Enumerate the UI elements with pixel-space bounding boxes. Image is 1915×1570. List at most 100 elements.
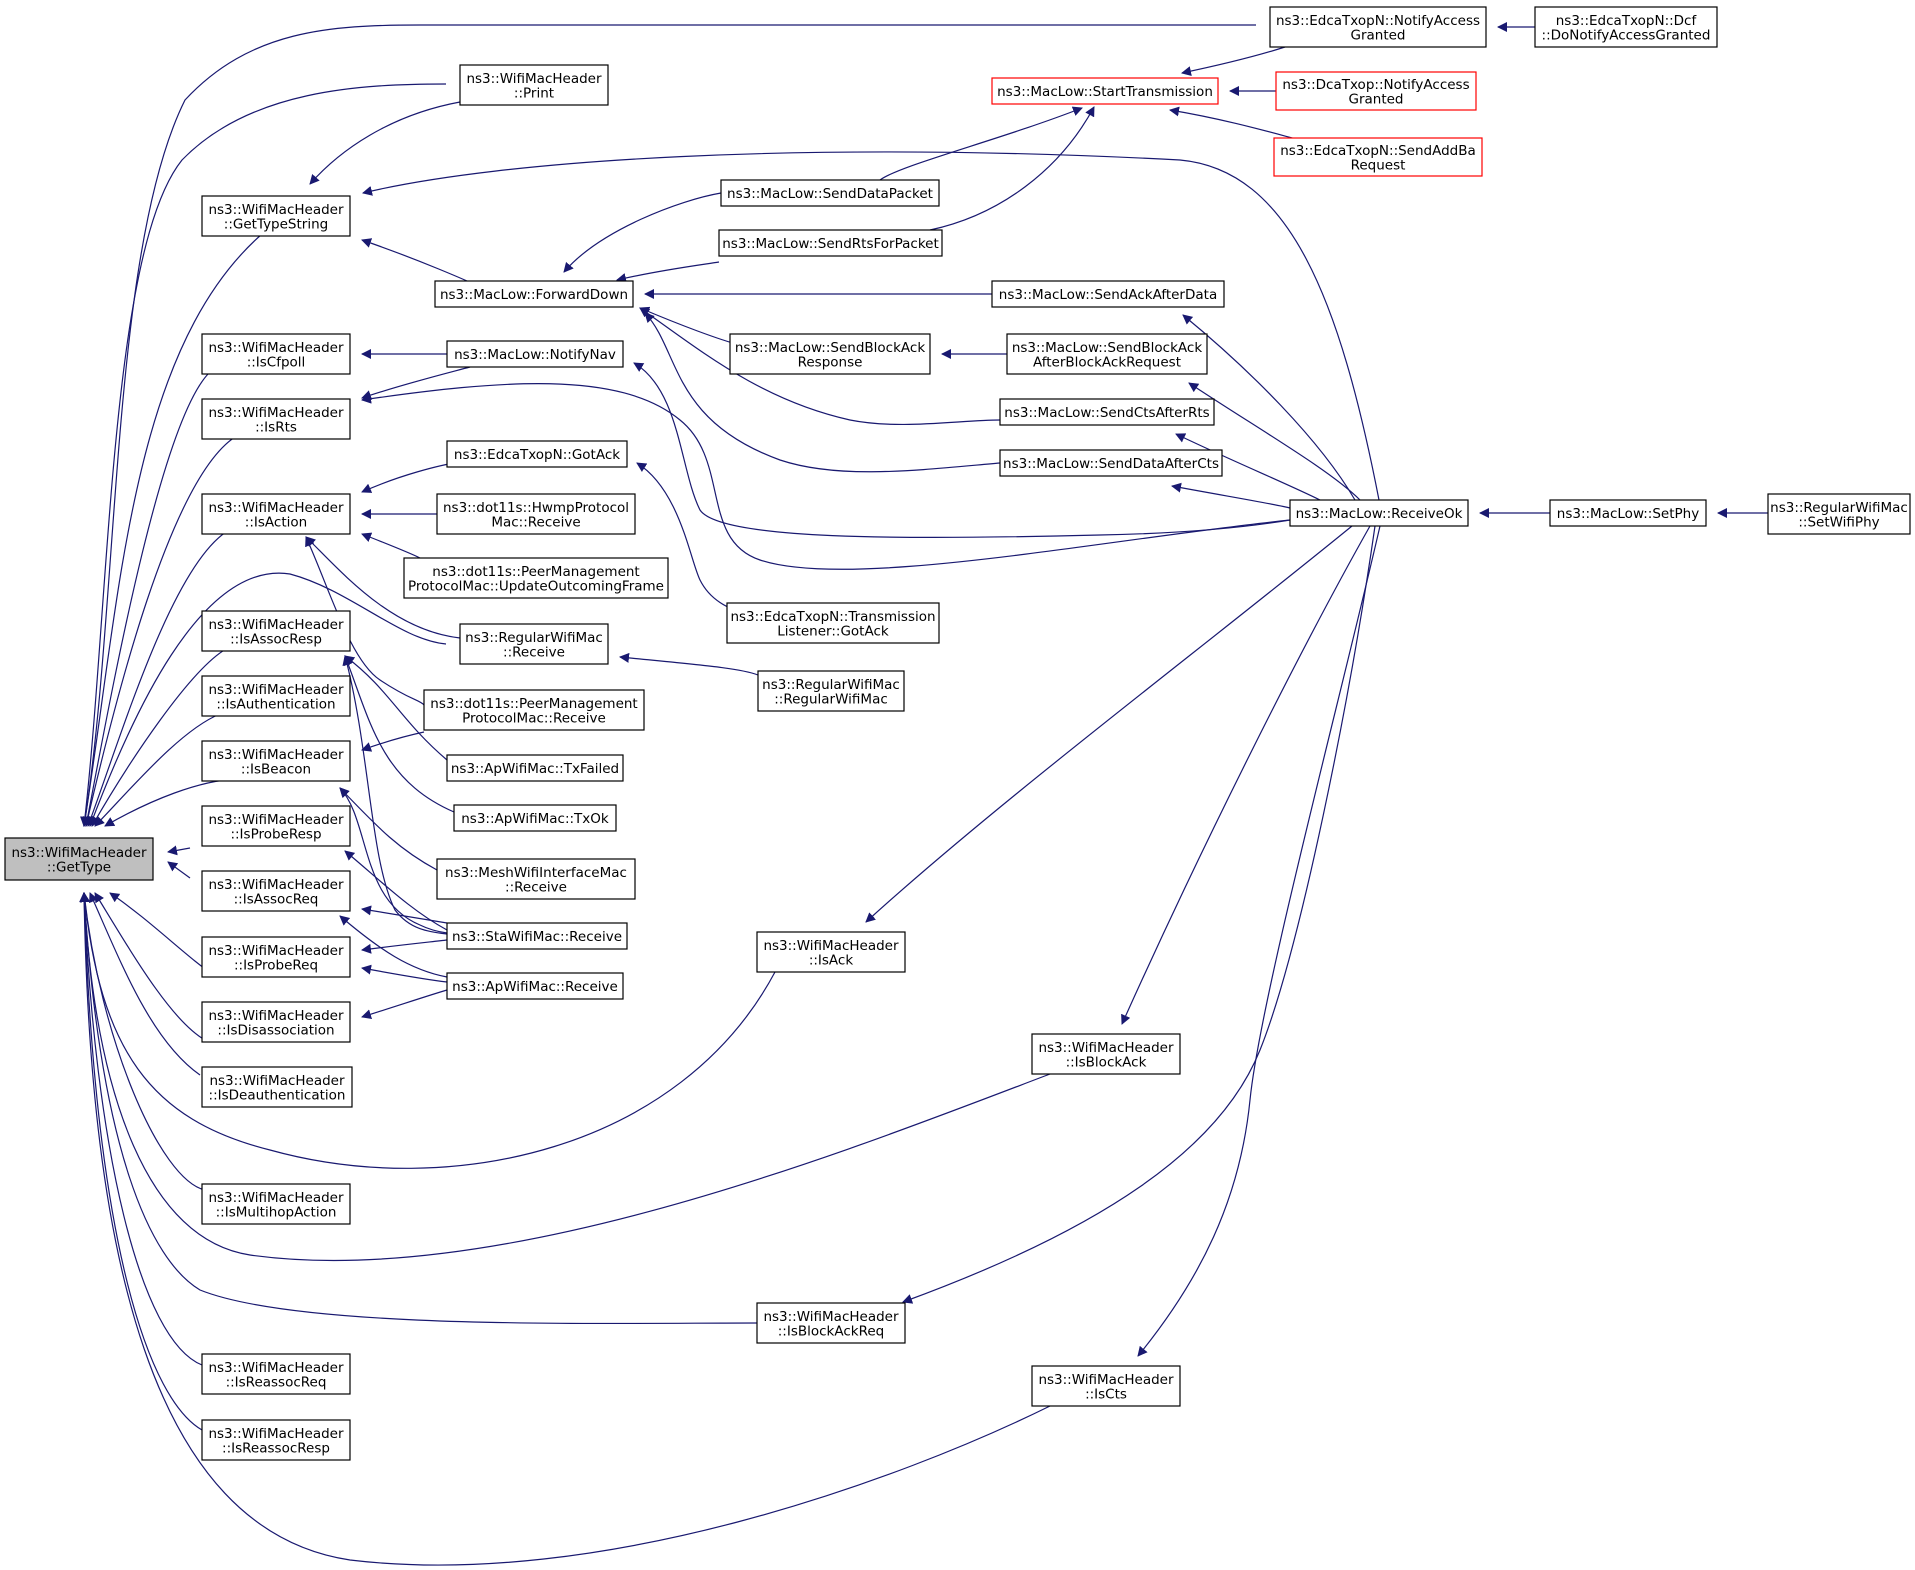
node-ismultihop[interactable]: ns3::WifiMacHeader::IsMultihopAction [201,1183,351,1225]
node-isreassocresp[interactable]: ns3::WifiMacHeader::IsReassocResp [201,1419,351,1461]
node-label-line: ns3::WifiMacHeader [763,1309,899,1325]
node-box [201,1419,351,1461]
node-aptxok[interactable]: ns3::ApWifiMac::TxOk [453,804,617,832]
node-label-line: Granted [1348,91,1403,107]
node-box [201,1353,351,1395]
node-gotack[interactable]: ns3::EdcaTxopN::GotAck [446,440,628,468]
edge-gettype-to-isrts [83,436,236,827]
node-label-line: ::IsCts [1085,1386,1127,1402]
node-box [1534,6,1718,48]
node-box [201,333,351,375]
node-box [459,64,609,106]
node-regwifimac[interactable]: ns3::RegularWifiMac::RegularWifiMac [757,670,905,712]
node-setwifiphy[interactable]: ns3::RegularWifiMac::SetWifiPhy [1767,493,1911,535]
node-label-line: ::DoNotifyAccessGranted [1542,27,1711,43]
node-apreceive[interactable]: ns3::ApWifiMac::Receive [446,972,624,1000]
edge-gettype-to-regreceive [88,572,447,827]
edge-gettype-to-iscts [79,892,1051,1566]
node-meshreceive[interactable]: ns3::MeshWifiInterfaceMac::Receive [436,858,636,900]
node-isblockack[interactable]: ns3::WifiMacHeader::IsBlockAck [1031,1033,1181,1075]
edge-starttx-to-notifyaccess [1181,46,1286,77]
node-box [729,333,931,375]
node-aptxfailed[interactable]: ns3::ApWifiMac::TxFailed [446,754,624,782]
node-dcatxop[interactable]: ns3::DcaTxop::NotifyAccessGranted [1275,71,1477,111]
node-stareceive[interactable]: ns3::StaWifiMac::Receive [446,922,628,950]
node-notifyaccess[interactable]: ns3::EdcaTxopN::NotifyAccessGranted [1269,6,1487,48]
node-label-line: ns3::MacLow::SetPhy [1557,506,1699,522]
node-isdeauth[interactable]: ns3::WifiMacHeader::IsDeauthentication [201,1066,353,1108]
node-box [201,936,351,978]
node-sendackafter[interactable]: ns3::MacLow::SendAckAfterData [991,280,1225,308]
node-label-line: ns3::RegularWifiMac [465,630,603,646]
node-txlistener[interactable]: ns3::EdcaTxopN::TransmissionListener::Go… [726,602,940,644]
node-isprobereq[interactable]: ns3::WifiMacHeader::IsProbeReq [201,936,351,978]
node-label-line: ns3::WifiMacHeader [11,845,147,861]
node-box [999,398,1215,426]
node-gettypestring[interactable]: ns3::WifiMacHeader::GetTypeString [201,195,351,237]
node-box [4,837,154,881]
node-label-line: ::IsAssocResp [230,631,322,647]
node-isproberesp[interactable]: ns3::WifiMacHeader::IsProbeResp [201,805,351,847]
edge-gettype-to-ismultihop [80,892,206,1191]
node-senddatapkt[interactable]: ns3::MacLow::SendDataPacket [720,179,940,207]
node-box [201,398,351,440]
node-forwarddown[interactable]: ns3::MacLow::ForwardDown [434,280,634,308]
node-box [201,1066,353,1108]
node-label-line: ns3::WifiMacHeader [208,943,344,959]
node-senddataafter[interactable]: ns3::MacLow::SendDataAfterCts [999,449,1223,477]
node-iscts[interactable]: ns3::WifiMacHeader::IsCts [1031,1365,1181,1407]
node-sendrts[interactable]: ns3::MacLow::SendRtsForPacket [718,229,943,257]
node-isreassocreq[interactable]: ns3::WifiMacHeader::IsReassocReq [201,1353,351,1395]
node-gettype[interactable]: ns3::WifiMacHeader::GetType [4,837,154,881]
node-label-line: ns3::WifiMacHeader [1038,1372,1174,1388]
node-isbeacon[interactable]: ns3::WifiMacHeader::IsBeacon [201,740,351,782]
node-label-line: ns3::MeshWifiInterfaceMac [445,865,627,881]
node-label-line: ns3::WifiMacHeader [208,617,344,633]
edge-sendblockack2-to-receiveok [1188,382,1361,501]
node-box [991,77,1219,105]
node-box [201,493,351,535]
node-dcfnotify[interactable]: ns3::EdcaTxopN::Dcf::DoNotifyAccessGrant… [1534,6,1718,48]
edge-gettype-to-isassocresp [91,648,227,827]
node-label-line: ::IsAuthentication [216,696,335,712]
node-peerreceive[interactable]: ns3::dot11s::PeerManagementProtocolMac::… [423,689,645,731]
edge-gettype-to-isreassocresp [79,892,203,1431]
node-label-line: ::Receive [503,644,565,660]
node-starttx[interactable]: ns3::MacLow::StartTransmission [991,77,1219,105]
node-label-line: ::IsAck [809,952,854,968]
node-isauth[interactable]: ns3::WifiMacHeader::IsAuthentication [201,675,351,717]
node-receiveok[interactable]: ns3::MacLow::ReceiveOk [1289,499,1469,527]
node-label-line: ns3::dot11s::PeerManagement [430,696,637,712]
node-isdisassoc[interactable]: ns3::WifiMacHeader::IsDisassociation [201,1001,351,1043]
node-label-line: ::IsDisassociation [217,1022,334,1038]
node-label-line: Request [1351,157,1406,173]
node-iscfpoll[interactable]: ns3::WifiMacHeader::IsCfpoll [201,333,351,375]
node-setphy[interactable]: ns3::MacLow::SetPhy [1549,499,1707,527]
node-isassocresp[interactable]: ns3::WifiMacHeader::IsAssocResp [201,610,351,652]
node-box [999,449,1223,477]
node-isaction[interactable]: ns3::WifiMacHeader::IsAction [201,493,351,535]
node-sendcts[interactable]: ns3::MacLow::SendCtsAfterRts [999,398,1215,426]
node-label-line: ns3::MacLow::ForwardDown [440,287,628,303]
node-print[interactable]: ns3::WifiMacHeader::Print [459,64,609,106]
edge-regreceive-to-regwifimac [619,652,759,676]
node-box [718,229,943,257]
node-label-line: ns3::ApWifiMac::Receive [452,979,618,995]
node-regreceive[interactable]: ns3::RegularWifiMac::Receive [459,623,609,665]
node-label-line: ::RegularWifiMac [774,691,888,707]
node-box [436,858,636,900]
node-isblockackreq[interactable]: ns3::WifiMacHeader::IsBlockAckReq [756,1302,906,1344]
edge-gettypestring-to-forwarddown [361,238,481,288]
node-label-line: ::GetTypeString [224,216,328,232]
node-sendblockack2[interactable]: ns3::MacLow::SendBlockAckAfterBlockAckRe… [1006,333,1208,375]
node-isrts[interactable]: ns3::WifiMacHeader::IsRts [201,398,351,440]
node-box [1273,137,1483,177]
node-notifynav[interactable]: ns3::MacLow::NotifyNav [446,340,624,368]
node-peerupdate[interactable]: ns3::dot11s::PeerManagementProtocolMac::… [403,557,669,599]
node-label-line: ns3::WifiMacHeader [208,1008,344,1024]
node-isassocreq[interactable]: ns3::WifiMacHeader::IsAssocReq [201,870,351,912]
node-isack[interactable]: ns3::WifiMacHeader::IsAck [756,931,906,973]
